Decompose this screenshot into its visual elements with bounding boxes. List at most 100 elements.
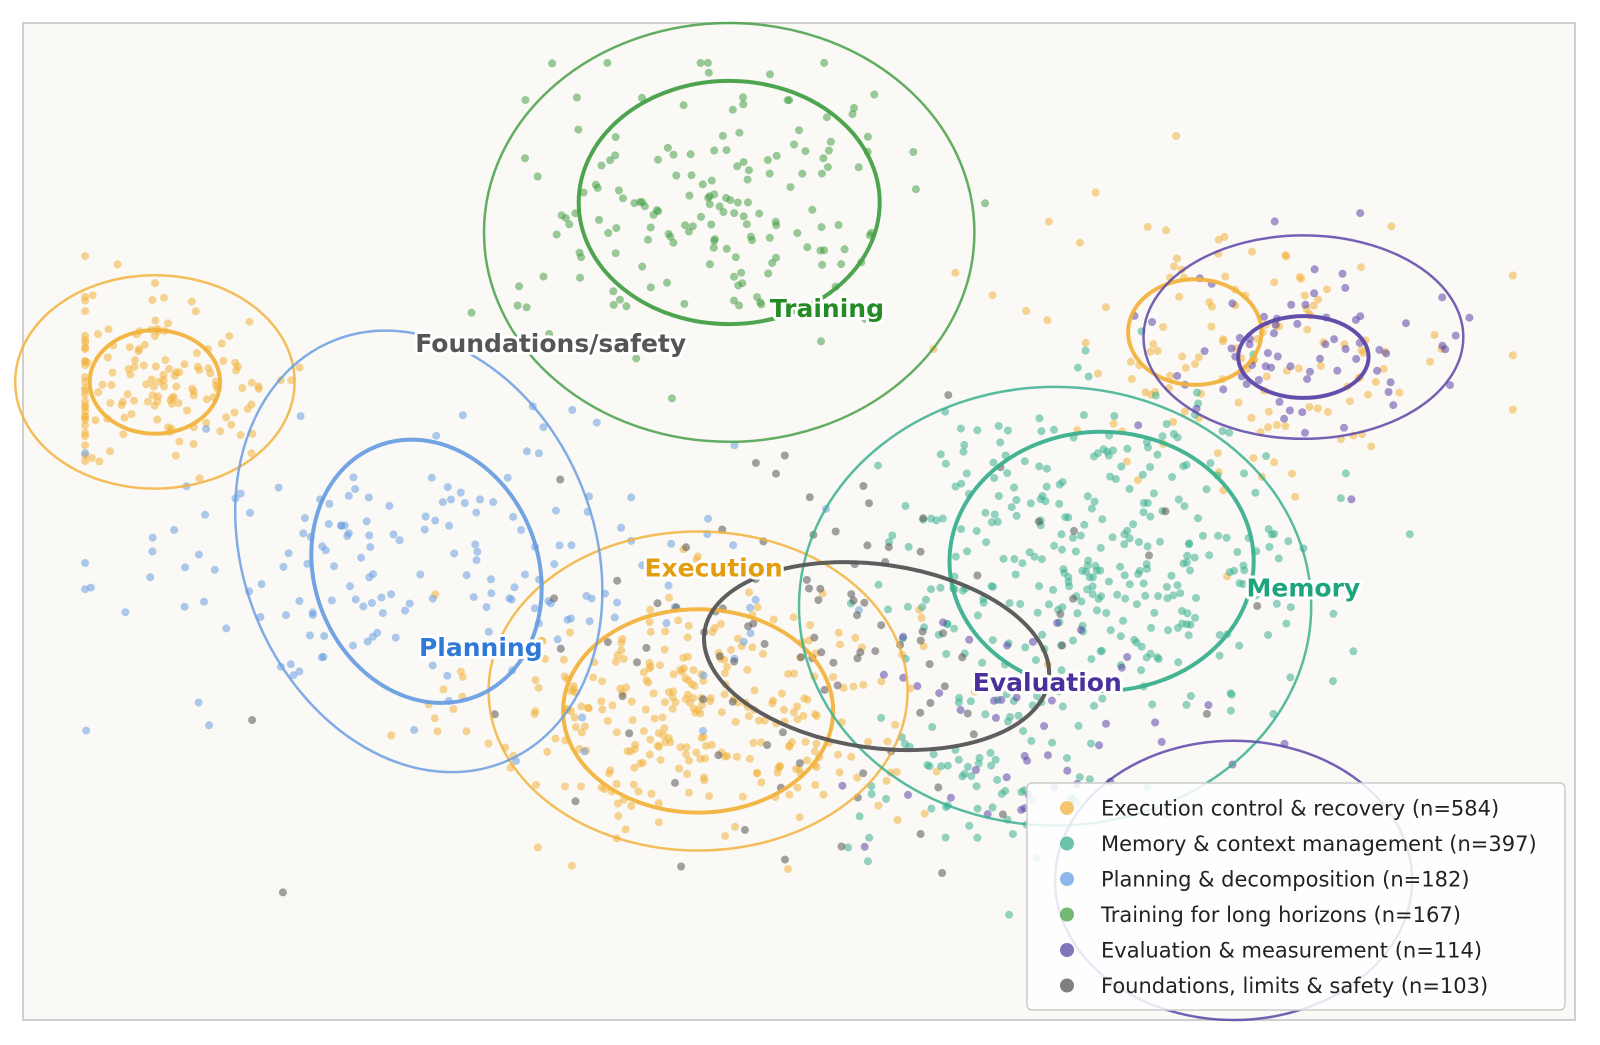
data-point: [696, 709, 705, 718]
data-point: [385, 501, 394, 510]
data-point: [653, 599, 662, 608]
data-point: [438, 498, 447, 507]
data-point: [855, 812, 864, 821]
data-point: [1005, 910, 1014, 919]
data-point: [962, 469, 971, 478]
data-point: [883, 737, 892, 746]
data-point: [473, 547, 482, 556]
data-point: [627, 493, 636, 502]
data-point: [739, 637, 748, 646]
data-point: [227, 420, 236, 429]
data-point: [739, 212, 748, 221]
data-point: [692, 748, 701, 757]
data-point: [967, 772, 976, 780]
data-point: [200, 597, 208, 606]
data-point: [508, 644, 517, 653]
data-point: [859, 482, 868, 490]
data-point: [790, 140, 798, 149]
density-contour: [309, 437, 544, 705]
data-point: [920, 809, 929, 818]
data-point: [996, 438, 1005, 447]
data-point: [343, 532, 352, 540]
data-point: [644, 235, 652, 244]
data-point: [532, 780, 541, 789]
data-point: [704, 68, 713, 77]
data-point: [965, 635, 974, 644]
data-point: [81, 441, 90, 450]
data-point: [973, 426, 982, 435]
data-point: [1359, 348, 1368, 357]
data-point: [295, 363, 304, 372]
data-point: [189, 439, 198, 448]
data-point: [443, 671, 452, 680]
data-point: [1310, 289, 1319, 298]
data-point: [296, 412, 305, 421]
data-point: [932, 767, 941, 776]
data-point: [941, 833, 950, 842]
data-point: [1316, 362, 1325, 370]
data-point: [94, 330, 102, 339]
data-point: [521, 96, 530, 104]
data-point: [108, 368, 117, 377]
data-point: [287, 376, 296, 385]
data-point: [808, 205, 817, 214]
data-point: [530, 604, 539, 613]
data-point: [95, 457, 104, 466]
cluster-label: Evaluation: [973, 668, 1122, 697]
data-point: [1057, 666, 1066, 675]
data-point: [1225, 428, 1234, 437]
data-point: [1162, 582, 1171, 591]
data-point: [847, 590, 856, 599]
data-point: [859, 680, 868, 689]
data-point: [1438, 293, 1447, 302]
data-point: [1282, 252, 1291, 261]
data-point: [1084, 556, 1093, 565]
data-point: [793, 715, 802, 724]
data-point: [882, 794, 891, 803]
data-point: [649, 557, 658, 565]
data-point: [567, 687, 576, 696]
data-point: [1279, 581, 1288, 590]
data-point: [1003, 641, 1012, 650]
data-point: [1329, 677, 1337, 686]
data-point: [416, 570, 425, 579]
data-point: [125, 343, 134, 352]
density-contour: [87, 328, 223, 436]
data-point: [705, 260, 714, 269]
data-point: [727, 645, 735, 654]
data-point: [1143, 564, 1151, 573]
data-point: [781, 855, 789, 864]
data-point: [1175, 292, 1184, 301]
data-point: [785, 790, 794, 799]
data-point: [1375, 345, 1384, 354]
data-point: [1215, 651, 1224, 660]
data-point: [803, 756, 812, 765]
data-point: [81, 407, 90, 416]
data-point: [205, 721, 213, 730]
data-point: [603, 638, 612, 647]
data-point: [194, 550, 203, 559]
data-point: [923, 761, 932, 770]
data-point: [865, 499, 873, 508]
data-point: [81, 252, 90, 261]
data-point: [1074, 721, 1083, 730]
data-point: [171, 451, 180, 460]
data-point: [942, 650, 951, 658]
data-point: [81, 383, 90, 392]
data-point: [614, 799, 622, 808]
data-point: [1132, 638, 1141, 647]
data-point: [1083, 585, 1092, 594]
data-point: [1092, 606, 1101, 615]
data-point: [482, 603, 491, 612]
data-point: [1405, 530, 1414, 539]
data-point: [834, 750, 843, 759]
data-point: [81, 449, 90, 458]
data-point: [1069, 533, 1077, 542]
data-point: [963, 547, 972, 556]
data-point: [836, 640, 844, 649]
density-contour: [1142, 234, 1465, 441]
data-point: [368, 632, 377, 641]
data-point: [351, 595, 360, 604]
data-point: [1045, 600, 1053, 609]
data-point: [247, 449, 256, 458]
